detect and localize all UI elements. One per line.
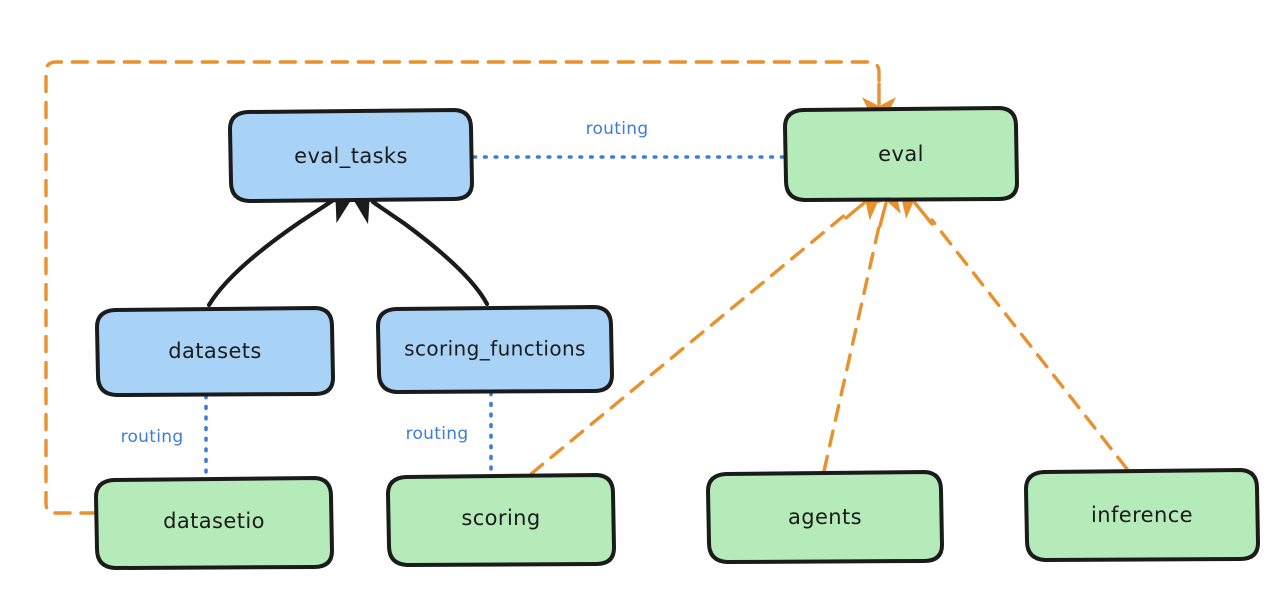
dependency-edges <box>44 60 1129 515</box>
node-label: eval <box>878 142 924 166</box>
edge-path <box>44 60 881 515</box>
node-label: inference <box>1091 503 1193 527</box>
edge-inference-to-eval <box>897 181 1129 471</box>
node-shape <box>1024 468 1260 562</box>
node-eval[interactable]: eval <box>783 106 1019 202</box>
node-shape <box>376 305 614 394</box>
edge-labels: routing routing routing <box>121 119 649 447</box>
node-eval-tasks[interactable]: eval_tasks <box>228 108 474 203</box>
node-label: datasetio <box>163 509 265 533</box>
node-shape <box>386 473 616 567</box>
node-scoring-functions[interactable]: scoring_functions <box>376 305 614 394</box>
edge-label-routing-eval: routing <box>586 119 649 139</box>
node-label: scoring <box>461 506 540 530</box>
edge-datasetio-to-eval <box>44 60 896 515</box>
node-shape <box>228 108 474 203</box>
edge-scoring-functions-to-eval-tasks <box>341 180 490 307</box>
edge-scoring-to-eval <box>529 185 885 476</box>
node-datasets[interactable]: datasets <box>95 306 335 397</box>
node-label: datasets <box>168 339 262 363</box>
node-scoring[interactable]: scoring <box>386 473 616 567</box>
node-shape <box>95 306 335 397</box>
node-label: agents <box>788 505 862 529</box>
node-inference[interactable]: inference <box>1024 468 1260 562</box>
node-shape <box>706 470 944 564</box>
node-agents[interactable]: agents <box>706 470 944 564</box>
node-label: eval_tasks <box>294 144 408 169</box>
edge-agents-to-eval <box>822 176 901 473</box>
edge-arrowhead <box>867 176 901 228</box>
edge-path <box>529 212 848 476</box>
node-shape <box>783 106 1019 202</box>
edge-label-routing-datasetio: routing <box>121 427 184 447</box>
solid-edges <box>206 180 490 308</box>
node-shape <box>94 476 334 570</box>
edge-arrowhead <box>844 185 885 221</box>
edge-label-routing-scoring: routing <box>406 424 469 444</box>
node-datasetio[interactable]: datasetio <box>94 476 334 570</box>
edge-path <box>822 220 882 473</box>
routing-edges <box>204 155 785 480</box>
edge-datasets-to-eval-tasks <box>206 180 364 308</box>
edge-path <box>930 218 1129 471</box>
node-label: scoring_functions <box>404 337 586 361</box>
edge-arrowhead <box>897 181 934 226</box>
